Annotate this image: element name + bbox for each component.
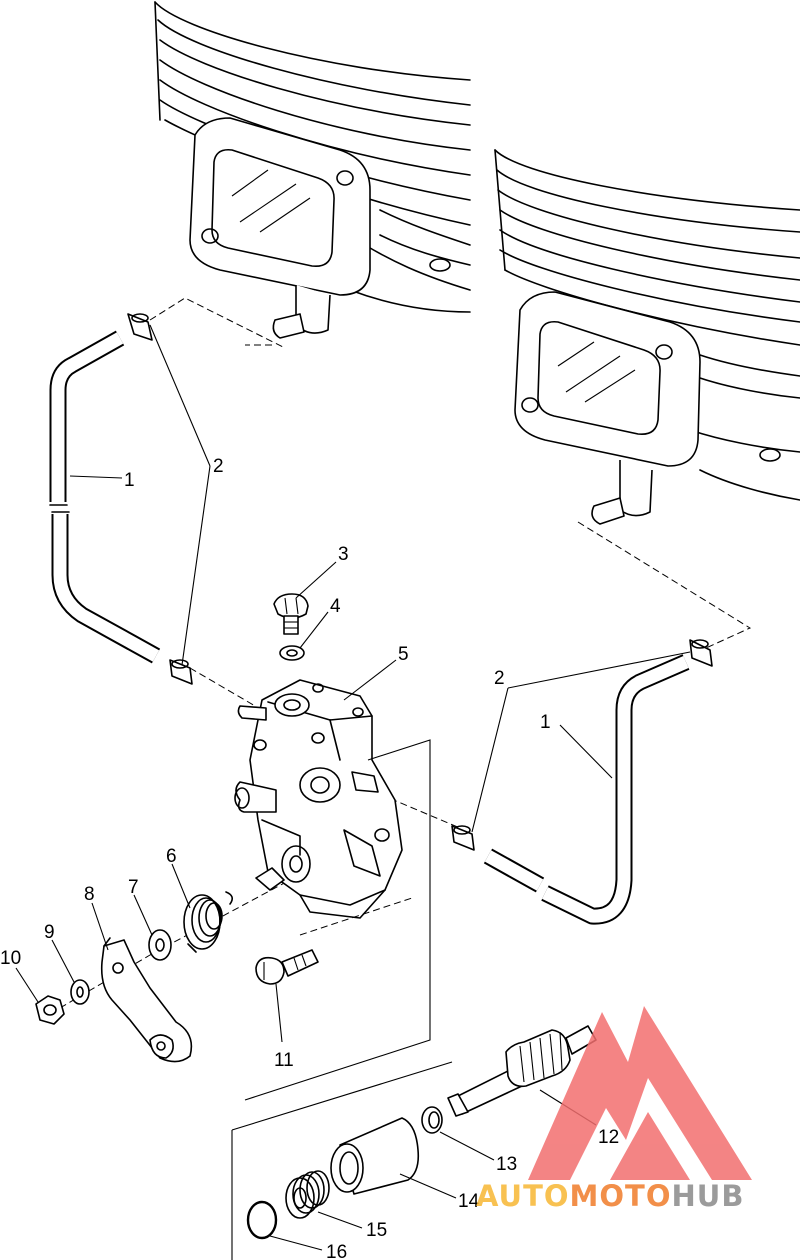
right-cylinder	[494, 149, 800, 525]
bolt-and-washer	[273, 593, 309, 661]
watermark-word-moto: MOTO	[570, 1179, 672, 1213]
o-ring-13	[421, 1106, 443, 1134]
spring-15	[285, 1170, 330, 1219]
callout-2-left: 2	[213, 456, 224, 477]
assembly-brackets	[231, 739, 453, 1260]
oil-pump-body	[234, 679, 403, 919]
nut-10	[35, 995, 65, 1025]
sleeve-14	[330, 1117, 420, 1195]
watermark-word-hub: HUB	[672, 1179, 745, 1213]
washer-9	[70, 979, 90, 1005]
return-spring	[183, 891, 234, 953]
callout-1-right: 1	[540, 712, 551, 733]
svg-text:AUTOMOTOHUB: AUTOMOTOHUB	[476, 1179, 744, 1213]
pump-lever	[100, 937, 193, 1063]
right-oil-hose	[483, 654, 690, 925]
washer-7	[148, 929, 172, 961]
callout-7: 7	[128, 877, 139, 898]
callout-16: 16	[326, 1242, 347, 1260]
callout-1-left: 1	[124, 470, 135, 491]
mounting-bolt	[255, 949, 319, 985]
callout-11: 11	[274, 1050, 294, 1071]
callout-9: 9	[44, 922, 55, 943]
callout-4: 4	[330, 596, 341, 617]
callout-8: 8	[84, 884, 95, 905]
o-ring-16	[246, 1200, 278, 1240]
automotohub-watermark: AUTOMOTOHUB	[476, 1006, 752, 1213]
right-hose-clamps	[451, 639, 713, 851]
callout-6: 6	[166, 846, 177, 867]
callout-2-right: 2	[494, 668, 505, 689]
callout-14: 14	[458, 1191, 480, 1212]
leader-lines	[15, 324, 691, 1251]
drive-gear-shaft	[447, 1025, 597, 1117]
callout-13: 13	[496, 1154, 517, 1175]
callout-10: 10	[0, 948, 21, 969]
callout-15: 15	[366, 1220, 387, 1241]
callout-12: 12	[598, 1127, 619, 1148]
left-cylinder	[154, 1, 471, 339]
callout-5: 5	[398, 644, 409, 665]
watermark-word-auto: AUTO	[476, 1179, 570, 1213]
left-hose-clamps	[127, 313, 193, 685]
callout-labels: 1 2 3 4 5 6 7 8 9 10 11 12 13 14 15 16 1…	[0, 456, 619, 1260]
watermark-triangle-logo	[528, 1006, 752, 1180]
left-oil-hose	[49, 330, 161, 664]
callout-3: 3	[338, 544, 349, 565]
